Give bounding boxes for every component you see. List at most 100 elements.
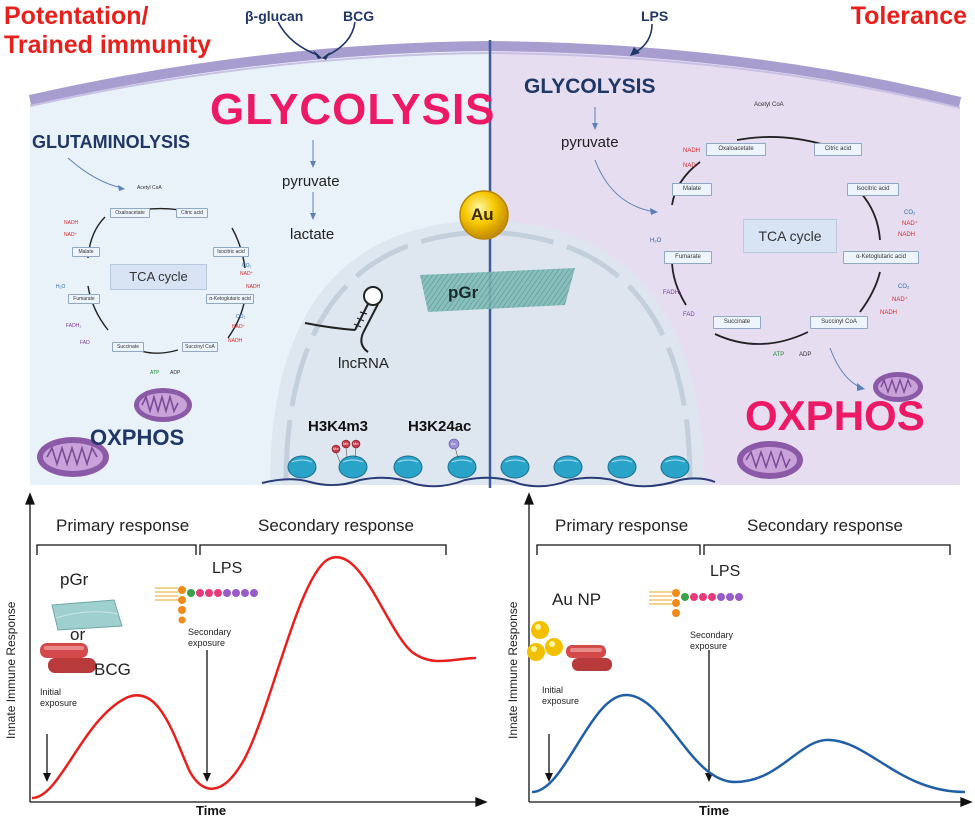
nad-label: NAD⁺: [240, 271, 254, 277]
lactate-label: lactate: [290, 226, 335, 243]
glycolysis-left-label: GLYCOLYSIS: [210, 85, 496, 134]
stimulus-beta-glucan: β-glucan: [245, 8, 304, 24]
citric-acid-right: Citric acid: [814, 143, 862, 156]
response-curve-right: [531, 693, 966, 794]
ylabel-left: Innate Immune Response: [4, 601, 18, 739]
mitochondrion-right-small: [873, 372, 923, 402]
secondary-response-right: Secondary response: [747, 516, 903, 535]
title-potentiation: Potentation/ Trained immunity: [4, 2, 211, 59]
ac-label: Ac: [451, 441, 456, 446]
secondary-exposure-left: Secondary exposure: [188, 627, 232, 648]
co2-label: CO₂: [898, 284, 910, 290]
malate-left: Malate: [72, 247, 100, 257]
primary-response-left: Primary response: [56, 516, 190, 535]
cell-illustration: [28, 21, 962, 488]
atp-label: ATP: [773, 352, 785, 358]
fad-label: FAD: [683, 312, 695, 318]
nad-label: NAD⁺: [683, 163, 699, 169]
adp-label: ADP: [799, 352, 812, 358]
glutaminolysis-label: GLUTAMINOLYSIS: [32, 132, 191, 152]
a-ketoglutaric-left: α-Ketoglutaric acid: [206, 294, 254, 304]
fad-label: FAD: [80, 340, 90, 346]
me-label: Me: [343, 441, 349, 446]
fadh2-label: FADH₂: [663, 290, 682, 296]
pgr-agent-label: pGr: [60, 570, 89, 589]
secondary-response-left: Secondary response: [258, 516, 414, 535]
lps-right-label: LPS: [710, 563, 741, 580]
bcg-icon-right: [566, 645, 612, 671]
oxphos-left-label: OXPHOS: [90, 425, 185, 450]
response-graphs: [25, 492, 973, 807]
graph-left: [25, 492, 488, 807]
pgr-icon: [51, 599, 123, 631]
mitochondrion-left-small: [134, 388, 192, 422]
title-tolerance: Tolerance: [850, 2, 967, 30]
nadh-label: NADH: [880, 310, 898, 316]
adp-label: ADP: [170, 370, 181, 376]
nadh-label: NADH: [228, 338, 243, 344]
lps-icon-right: [649, 589, 743, 617]
h3k4m3-label: H3K4m3: [308, 418, 369, 435]
lncrna-structure: [304, 286, 383, 353]
response-curve-left: [31, 556, 477, 800]
acetyl-coa-right: Acetyl CoA: [754, 102, 784, 108]
fumarate-right: Fumarate: [664, 251, 712, 264]
succinate-left: Succinate: [112, 342, 144, 352]
malate-right: Malate: [672, 183, 712, 196]
mitochondrion-left-large: [37, 437, 109, 477]
dna-strand: [261, 476, 716, 488]
h2o-label: H₂O: [650, 238, 662, 244]
succinate-right: Succinate: [713, 316, 761, 329]
fadh2-label: FADH₂: [66, 323, 82, 329]
initial-exposure-right: Initial exposure: [542, 685, 580, 706]
glycolysis-right-label: GLYCOLYSIS: [524, 75, 656, 98]
acetyl-coa-left: Acetyl CoA: [137, 185, 162, 191]
nucleus: [270, 220, 705, 485]
methyl-marks: [331, 439, 361, 463]
bcg-agent-label: BCG: [94, 660, 131, 679]
succinyl-coa-left: Succinyl CoA: [182, 342, 218, 352]
time-label-right: Time: [699, 803, 730, 818]
acetyl-mark: [448, 438, 460, 459]
oxaloacetate-left: Oxaloacetate: [110, 208, 150, 218]
primary-response-right: Primary response: [555, 516, 689, 535]
nad-label: NAD⁺: [232, 324, 246, 330]
nad-label: NAD⁺: [892, 297, 908, 303]
au-nanoparticle: [459, 190, 509, 240]
co2-label: CO₂: [904, 210, 916, 216]
lps-left-label: LPS: [212, 560, 243, 577]
lncrna-label: lncRNA: [338, 355, 389, 372]
secondary-exposure-right: Secondary exposure: [690, 630, 734, 651]
atp-label: ATP: [150, 370, 160, 376]
oxphos-right-label: OXPHOS: [745, 392, 925, 439]
oxaloacetate-right: Oxaloacetate: [706, 143, 766, 156]
time-label-left: Time: [196, 803, 227, 818]
au-label: Au: [471, 205, 494, 224]
or-label: or: [70, 625, 86, 644]
co2-label: CO₂: [242, 263, 252, 269]
tca-cycle-left-center: TCA cycle: [110, 264, 207, 290]
h2o-label: H₂O: [56, 284, 66, 290]
isocitric-acid-left: Isocitric acid: [213, 247, 249, 257]
nad-label: NAD⁺: [902, 221, 918, 227]
fumarate-left: Fumarate: [68, 294, 100, 304]
nadh-label: NADH: [64, 220, 79, 226]
nad-label: NAD⁺: [64, 232, 78, 238]
pyruvate-right-label: pyruvate: [561, 134, 619, 151]
nadh-label: NADH: [898, 232, 916, 238]
nadh-label: NADH: [246, 284, 261, 290]
lps-icon-left: [155, 586, 258, 624]
stimulus-lps: LPS: [641, 8, 669, 24]
pgr-label: pGr: [448, 283, 479, 302]
co2-label: CO₂: [236, 314, 246, 320]
h3k24ac-label: H3K24ac: [408, 418, 472, 435]
mitochondrion-right-large: [737, 441, 803, 479]
a-ketoglutaric-right: α-Ketoglutaric acid: [843, 251, 919, 264]
au-np-icon: [527, 621, 563, 661]
initial-exposure-left: Initial exposure: [40, 687, 78, 708]
au-np-label: Au NP: [552, 590, 602, 609]
isocitric-acid-right: Isocitric acid: [847, 183, 899, 196]
pyruvate-left-label: pyruvate: [282, 173, 340, 190]
nadh-label: NADH: [683, 148, 701, 154]
